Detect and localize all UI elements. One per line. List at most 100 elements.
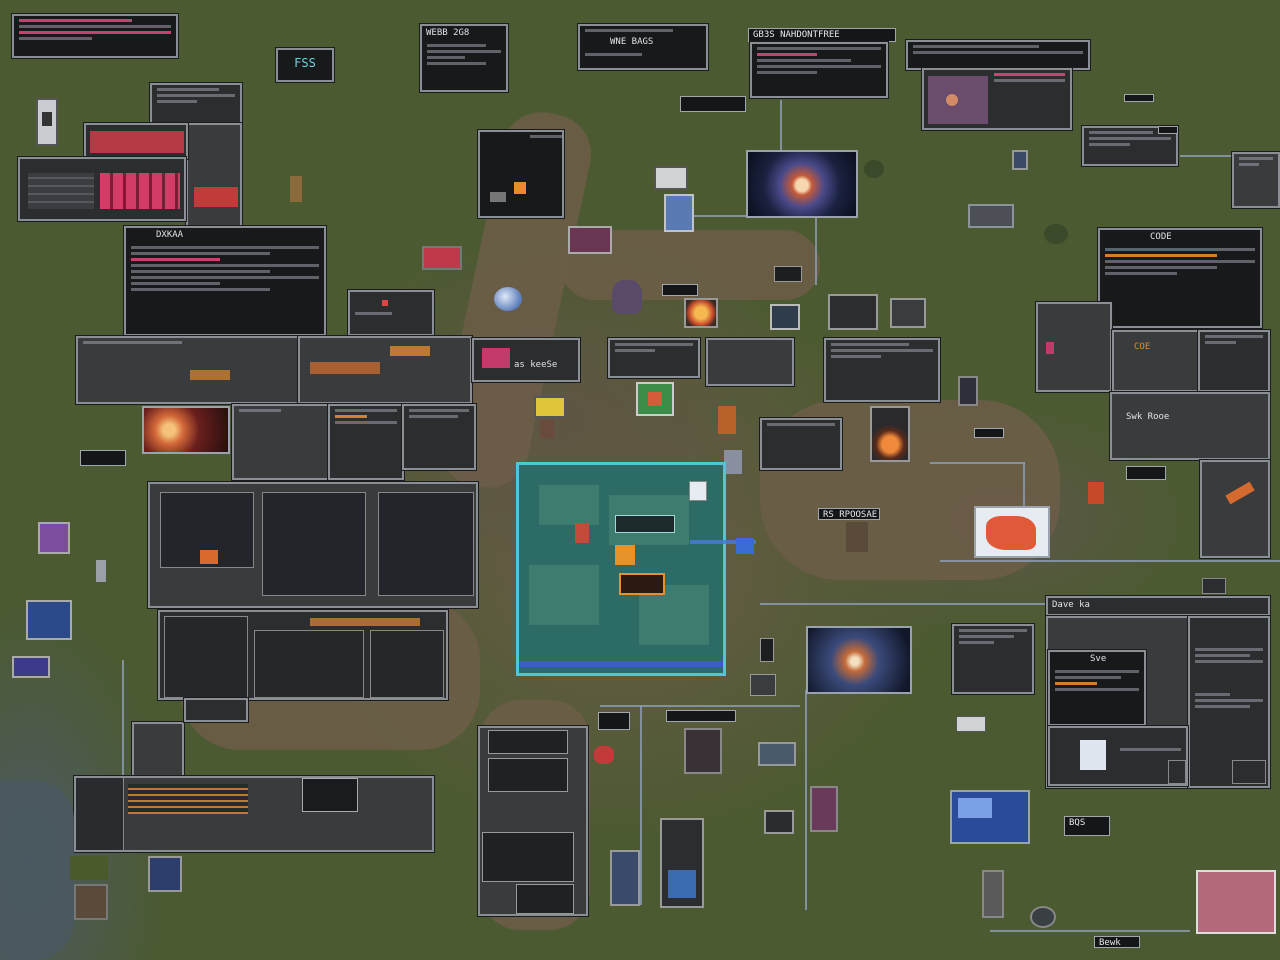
planet-screen-icon[interactable] xyxy=(746,150,858,218)
flower-map-icon[interactable] xyxy=(636,382,674,416)
left-lower-panel-2[interactable] xyxy=(328,404,404,480)
tank-icon[interactable] xyxy=(758,742,796,766)
lamp-icon[interactable] xyxy=(96,560,106,582)
left-lower-panel[interactable] xyxy=(232,404,330,480)
mid-right-panel[interactable] xyxy=(952,624,1034,694)
pink-sign-icon[interactable] xyxy=(568,226,612,254)
fire-pit-icon[interactable] xyxy=(870,406,910,462)
top-right-banner: GB3S NAHDONTFREE xyxy=(748,28,896,42)
well-icon[interactable] xyxy=(982,870,1004,918)
box-icon[interactable] xyxy=(764,810,794,834)
bottom-left-frame[interactable] xyxy=(74,776,434,852)
blue-ui-screen[interactable] xyxy=(950,790,1030,844)
box-icon[interactable] xyxy=(1232,760,1266,784)
lantern-icon[interactable] xyxy=(1012,150,1028,170)
red-map-screen[interactable] xyxy=(974,506,1050,558)
tree-icon[interactable] xyxy=(864,160,884,178)
bottom-right-board[interactable]: Sve xyxy=(1048,650,1146,726)
turret-icon[interactable] xyxy=(1030,906,1056,928)
minimap-panel[interactable] xyxy=(516,462,726,676)
blue-board-icon[interactable] xyxy=(26,600,72,640)
cabin-icon[interactable] xyxy=(148,856,182,892)
box-icon[interactable] xyxy=(956,716,986,732)
right-panel-3[interactable] xyxy=(1198,330,1270,392)
monitor-icon[interactable] xyxy=(770,304,800,330)
tent-icon[interactable] xyxy=(612,280,642,314)
big-left-frame[interactable] xyxy=(148,482,478,608)
box-icon[interactable] xyxy=(750,674,776,696)
bottom-right-column[interactable] xyxy=(1188,616,1270,788)
purple-screen-panel[interactable] xyxy=(922,68,1072,130)
right-top-board[interactable]: CODE xyxy=(1098,228,1262,328)
fire-screen-icon[interactable] xyxy=(142,406,230,454)
pink-grid-panel[interactable] xyxy=(18,157,186,221)
right-mid-panel[interactable]: Swk Rooe xyxy=(1110,392,1270,460)
top-right-sign-panel[interactable] xyxy=(750,42,888,98)
tree-icon[interactable] xyxy=(1044,224,1068,244)
character-icon[interactable] xyxy=(540,420,554,438)
orb-icon[interactable] xyxy=(494,287,522,311)
purple-crate-icon[interactable] xyxy=(810,786,838,832)
yellow-sign-icon[interactable] xyxy=(534,396,566,418)
box-icon[interactable] xyxy=(774,266,802,282)
right-side-panel[interactable] xyxy=(1200,460,1270,558)
terminal-icon[interactable] xyxy=(654,166,688,190)
tower-icon[interactable] xyxy=(660,818,704,908)
box-icon[interactable] xyxy=(760,638,774,662)
character-icon[interactable] xyxy=(846,522,868,552)
right-panel-2[interactable]: COE xyxy=(1112,330,1200,392)
picture-icon[interactable] xyxy=(890,298,926,328)
right-panel[interactable] xyxy=(1036,302,1112,392)
box-icon[interactable] xyxy=(1202,578,1226,594)
fire-pit-icon[interactable] xyxy=(684,298,718,328)
flag-icon[interactable] xyxy=(422,246,462,270)
mid-left-panel[interactable] xyxy=(348,290,434,336)
sign-post-icon[interactable] xyxy=(290,176,302,202)
inner-panel xyxy=(488,730,568,754)
lamp-icon[interactable] xyxy=(958,376,978,406)
cyan-cube-icon[interactable] xyxy=(38,522,70,554)
center-right-panel-2[interactable] xyxy=(760,418,842,470)
crate-icon[interactable] xyxy=(74,884,108,920)
character-icon[interactable] xyxy=(1088,482,1104,504)
left-bottom-stack-2[interactable] xyxy=(184,698,248,722)
left-lower-panel-3[interactable] xyxy=(402,404,476,470)
bottom-right-panel[interactable] xyxy=(1048,726,1188,786)
blue-board-icon[interactable] xyxy=(12,656,50,678)
top-right-strip[interactable] xyxy=(906,40,1090,70)
center-panel-2[interactable] xyxy=(706,338,794,386)
pink-screen-icon[interactable] xyxy=(1196,870,1276,934)
cabinet-icon[interactable] xyxy=(36,98,58,146)
upper-left-panel[interactable] xyxy=(150,83,242,125)
top-mid-sign[interactable]: WNE BAGS xyxy=(578,24,708,70)
top-left-panel[interactable] xyxy=(12,14,178,58)
character-icon[interactable] xyxy=(718,406,736,434)
crate-icon[interactable] xyxy=(1168,760,1186,784)
red-monitor-panel[interactable] xyxy=(84,123,188,159)
hut-icon[interactable] xyxy=(70,856,108,880)
center-panel[interactable] xyxy=(608,338,700,378)
edge-panel[interactable] xyxy=(1232,152,1280,208)
small-sign-panel[interactable]: FSS xyxy=(276,48,334,82)
red-flower-icon[interactable] xyxy=(594,746,614,764)
left-lower-frame[interactable] xyxy=(158,610,448,700)
picture-icon[interactable] xyxy=(828,294,878,330)
wide-left-panel[interactable] xyxy=(76,336,300,404)
orange-control-panel[interactable] xyxy=(478,130,564,218)
bottom-right-header[interactable]: Dave ka xyxy=(1046,596,1270,616)
pillar-icon[interactable] xyxy=(610,850,640,906)
planet-screen-icon[interactable] xyxy=(806,626,912,694)
wide-left-panel-2[interactable] xyxy=(298,336,472,404)
crate-icon[interactable] xyxy=(968,204,1014,228)
character-icon[interactable] xyxy=(724,450,742,474)
bottom-center-frame[interactable] xyxy=(478,726,588,916)
center-sign-board[interactable]: as keeSe xyxy=(472,338,580,382)
center-left-board[interactable]: DXKAA xyxy=(124,226,326,336)
robot-sprite-icon[interactable] xyxy=(664,194,694,232)
robot-sprite-icon[interactable] xyxy=(684,728,722,774)
center-right-panel[interactable] xyxy=(824,338,940,402)
left-bottom-stack[interactable] xyxy=(132,722,184,778)
upper-left-block[interactable] xyxy=(186,123,242,227)
top-center-sign[interactable]: WEBB 2G8 xyxy=(420,24,508,92)
